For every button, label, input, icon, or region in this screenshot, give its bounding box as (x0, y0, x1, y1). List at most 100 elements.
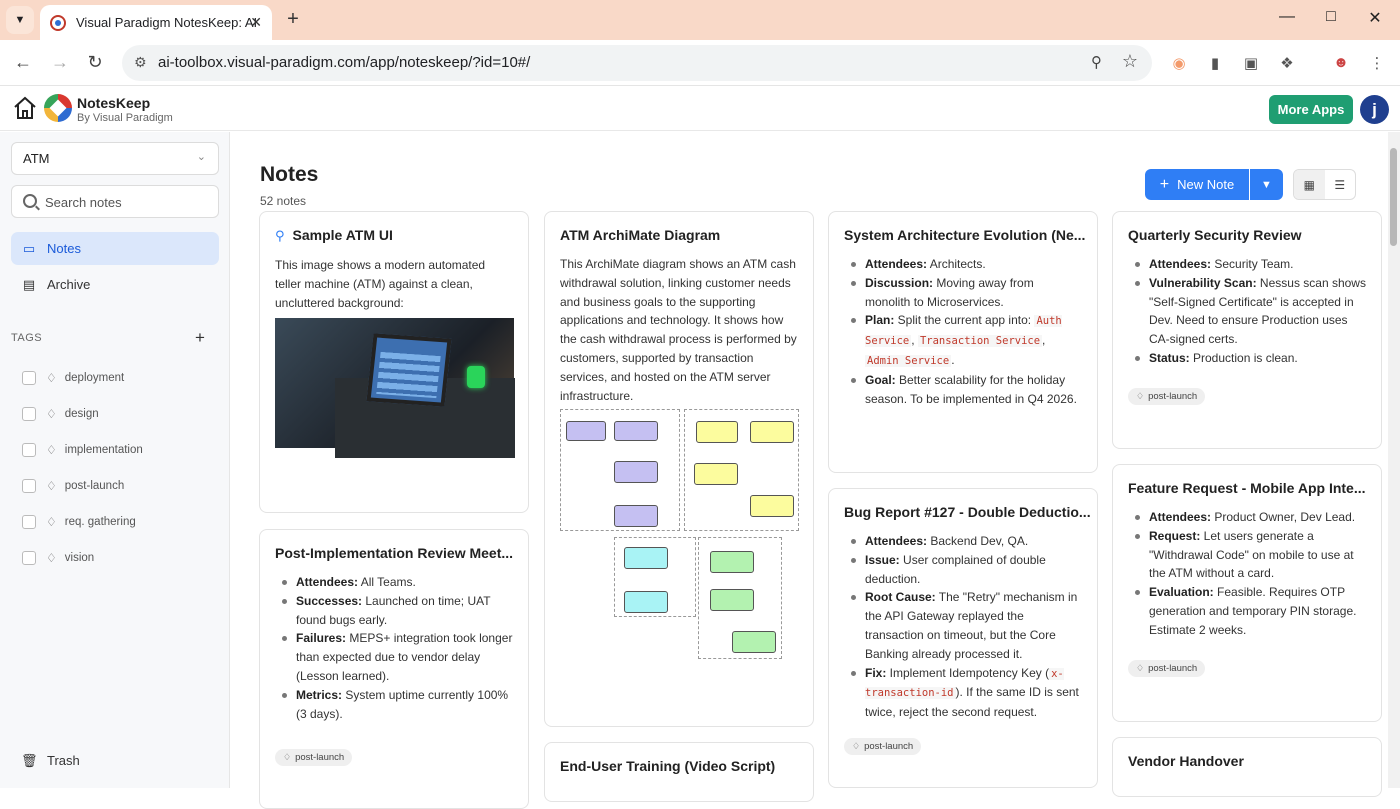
project-select[interactable]: ATM ⌄ (11, 142, 219, 175)
user-avatar[interactable]: j (1360, 95, 1389, 124)
sidebar-item-notes[interactable]: ▭ Notes (11, 232, 219, 265)
tag-chip-label: post-launch (1148, 390, 1198, 402)
extension-record-icon[interactable]: ◉ (1172, 55, 1186, 72)
note-body: This image shows a modern automated tell… (275, 258, 486, 310)
scrollbar-thumb[interactable] (1390, 148, 1397, 246)
note-card[interactable]: Vendor Handover (1112, 737, 1382, 797)
list-item: Vulnerability Scan: Nessus scan shows "S… (1135, 274, 1366, 349)
tag-chip[interactable]: ♢post-launch (275, 749, 353, 767)
note-title: ATM ArchiMate Diagram (560, 227, 721, 243)
tag-chip-label: post-launch (295, 752, 345, 764)
address-bar-row: ← → ↻ ⚙ ai-toolbox.visual-paradigm.com/a… (0, 40, 1400, 86)
diagram-node (750, 421, 794, 444)
note-card[interactable]: Quarterly Security Review Attendees: Sec… (1112, 211, 1382, 449)
note-card[interactable]: ATM ArchiMate Diagram This ArchiMate dia… (544, 211, 814, 727)
diagram-node (614, 505, 658, 528)
site-info-icon[interactable]: ⚙ (134, 54, 147, 70)
tag-chip-label: post-launch (1148, 662, 1198, 674)
url-text[interactable]: ai-toolbox.visual-paradigm.com/app/notes… (158, 54, 531, 71)
tag-checkbox[interactable] (22, 443, 36, 457)
note-card[interactable]: Post-Implementation Review Meet... Atten… (259, 529, 529, 809)
tag-label: req. gathering (64, 516, 136, 528)
search-icon (23, 194, 37, 208)
home-icon[interactable] (12, 95, 38, 121)
diagram-node (732, 631, 776, 654)
zoom-icon[interactable]: ⚲ (1091, 54, 1102, 71)
tag-label: deployment (64, 372, 125, 384)
maximize-button[interactable]: □ (1326, 8, 1336, 25)
list-item: Attendees: Backend Dev, QA. (851, 532, 1082, 551)
diagram-node (614, 421, 658, 442)
tag-checkbox[interactable] (22, 515, 36, 529)
back-button[interactable]: ← (14, 52, 32, 72)
archimate-diagram-image (560, 409, 799, 662)
search-notes-input[interactable]: Search notes (11, 185, 219, 218)
tag-icon: ♢ (283, 752, 292, 763)
note-card[interactable]: Bug Report #127 - Double Deductio... Att… (828, 488, 1098, 788)
more-apps-button[interactable]: More Apps (1269, 95, 1353, 124)
bookmark-star-icon[interactable]: ☆ (1121, 51, 1138, 71)
sidebar-item-archive[interactable]: ▤ Archive (11, 268, 219, 301)
note-title: System Architecture Evolution (Ne... (844, 227, 1086, 243)
screenshot-icon[interactable]: ▣ (1243, 55, 1259, 72)
extension-chat-icon[interactable]: ▮ (1210, 55, 1220, 72)
tag-item-vision[interactable]: ♢vision (22, 549, 94, 567)
note-card[interactable]: ⚲ Sample ATM UI This image shows a modern… (259, 211, 529, 513)
sidebar-item-trash[interactable]: 🗑 Trash (11, 744, 219, 777)
close-window-button[interactable]: ✕ (1368, 10, 1382, 27)
browser-tab[interactable]: Visual Paradigm NotesKeep: AI ✕ (40, 5, 272, 40)
extensions-puzzle-icon[interactable]: ❖ (1280, 55, 1294, 72)
new-note-dropdown[interactable]: ▼ (1250, 169, 1283, 200)
diagram-group (684, 409, 799, 532)
tag-item-deployment[interactable]: ♢ deployment (22, 369, 124, 387)
note-card[interactable]: Feature Request - Mobile App Inte... Att… (1112, 464, 1382, 722)
app-header: NotesKeep By Visual Paradigm More Apps j (0, 87, 1400, 131)
list-item: Request: Let users generate a "Withdrawa… (1135, 527, 1366, 583)
new-tab-button[interactable]: + (287, 8, 299, 30)
tag-item-post-launch[interactable]: ♢post-launch (22, 477, 124, 495)
tag-icon: ♢ (46, 371, 57, 385)
tab-search-button[interactable]: ▼ (6, 6, 34, 34)
tag-item-design[interactable]: ♢design (22, 405, 99, 423)
close-tab-icon[interactable]: ✕ (250, 14, 262, 30)
note-title: End-User Training (Video Script) (560, 758, 776, 774)
profile-icon[interactable]: ☻ (1333, 54, 1349, 71)
list-item: Issue: User complained of double deducti… (851, 551, 1082, 589)
note-card[interactable]: System Architecture Evolution (Ne... Att… (828, 211, 1098, 473)
pin-icon[interactable]: ⚲ (275, 228, 285, 243)
list-item: Metrics: System uptime currently 100% (3… (282, 686, 513, 724)
add-tag-button[interactable]: + (195, 328, 205, 347)
tag-label: vision (64, 552, 95, 564)
new-note-button[interactable]: +New Note (1145, 169, 1249, 200)
list-view-button[interactable]: ☰ (1325, 170, 1356, 199)
list-item: Failures: MEPS+ integration took longer … (282, 629, 513, 685)
diagram-group (614, 537, 696, 618)
forward-button[interactable]: → (51, 52, 69, 72)
grid-view-button[interactable]: ▦ (1294, 170, 1325, 199)
omnibox[interactable]: ⚙ ai-toolbox.visual-paradigm.com/app/not… (122, 45, 1152, 81)
list-item: Status: Production is clean. (1135, 349, 1366, 368)
tag-chip[interactable]: ♢post-launch (1128, 387, 1206, 405)
tag-chip[interactable]: ♢post-launch (1128, 659, 1206, 677)
tag-icon: ♢ (46, 479, 57, 493)
tag-item-implementation[interactable]: ♢implementation (22, 441, 143, 459)
diagram-group (560, 409, 680, 532)
minimize-button[interactable]: — (1279, 8, 1295, 25)
search-placeholder: Search notes (45, 195, 122, 210)
reload-button[interactable]: ↻ (87, 52, 103, 72)
browser-menu-icon[interactable]: ⋮ (1369, 55, 1385, 72)
tag-checkbox[interactable] (22, 479, 36, 493)
tag-checkbox[interactable] (22, 371, 36, 385)
list-item: Fix: Implement Idempotency Key (x-transa… (851, 664, 1082, 722)
diagram-node (694, 463, 738, 486)
tag-icon: ♢ (852, 740, 861, 751)
tag-checkbox[interactable] (22, 551, 36, 565)
note-card[interactable]: End-User Training (Video Script) (544, 742, 814, 802)
tag-icon: ♢ (46, 515, 57, 529)
tag-item-req-gathering[interactable]: ♢ req. gathering (22, 513, 136, 531)
main-scrollbar[interactable] (1388, 132, 1400, 788)
note-title-text: Sample ATM UI (292, 227, 393, 243)
tag-chip-label: post-launch (864, 740, 914, 752)
tag-checkbox[interactable] (22, 407, 36, 421)
tag-chip[interactable]: ♢post-launch (844, 737, 922, 755)
